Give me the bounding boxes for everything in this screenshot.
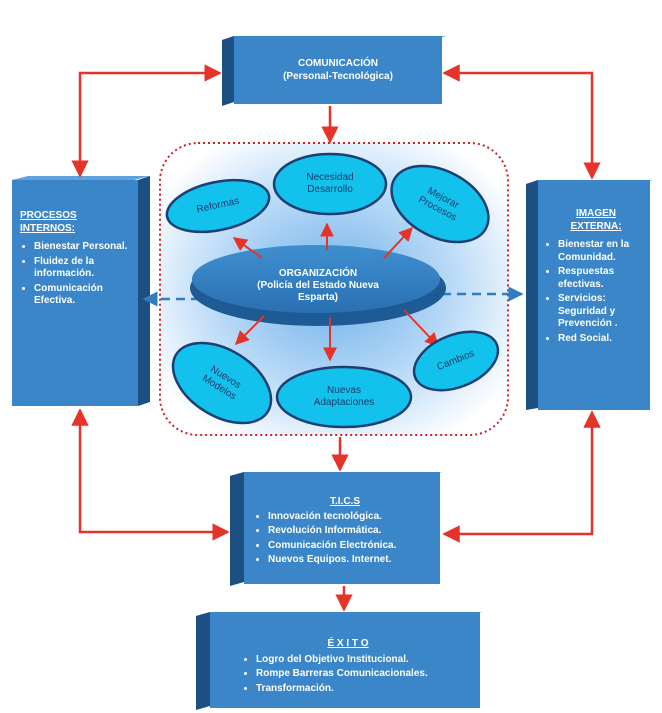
arrow-org-nuevos-modelos (235, 315, 265, 345)
tics-item: Comunicación Electrónica. (268, 540, 436, 553)
tics-box: T.I.C.S Innovación tecnológica. Revoluci… (254, 496, 436, 569)
procesos-list: Bienestar Personal. Fluidez de la inform… (20, 241, 132, 308)
organizacion-disc (190, 245, 446, 326)
arrow-comunicacion-imagen (442, 64, 601, 180)
comunicacion-box-shape (222, 36, 446, 106)
imagen-item: Servicios: Seguridad y Prevención . (558, 293, 646, 331)
necesidad-label: Necesidad Desarrollo (290, 172, 370, 196)
arrow-org-mejorar (383, 226, 413, 259)
procesos-item: Bienestar Personal. (34, 241, 132, 254)
arrow-imagen-tics (442, 410, 601, 543)
imagen-title-line1: IMAGEN (576, 208, 616, 219)
imagen-box-shape (526, 180, 652, 410)
organizacion-label: ORGANIZACIÓN (Policía del Estado Nueva E… (246, 268, 390, 304)
ellipse-necesidad (272, 152, 388, 216)
ellipse-adaptaciones (275, 365, 413, 429)
procesos-item: Comunicación Efectiva. (34, 283, 132, 308)
imagen-item: Red Social. (558, 333, 646, 346)
ellipse-cambios (412, 330, 500, 392)
exito-item: Logro del Objetivo Institucional. (256, 654, 468, 667)
tics-item: Innovación tecnológica. (268, 511, 436, 524)
adaptaciones-text-2: Adaptaciones (313, 397, 375, 408)
tics-item: Nuevos Equipos. Internet. (268, 554, 436, 567)
exito-title: É X I T O (327, 638, 369, 649)
procesos-box: PROCESOS INTERNOS: Bienestar Personal. F… (20, 210, 132, 310)
ellipse-reformas (165, 178, 271, 234)
imagen-title-line2: EXTERNA: (570, 220, 622, 232)
imagen-list: Bienestar en la Comunidad. Respuestas ef… (546, 239, 646, 345)
tics-list: Innovación tecnológica. Revolución Infor… (254, 511, 436, 567)
tics-title: T.I.C.S (329, 496, 360, 507)
ellipse-nuevos-modelos (171, 341, 273, 425)
arrow-org-reformas (232, 237, 263, 259)
organizacion-line1: ORGANIZACIÓN (278, 268, 358, 279)
tics-box-shape (230, 472, 442, 586)
exito-list: Logro del Objetivo Institucional. Rompe … (228, 654, 468, 696)
ellipse-mejorar (390, 164, 490, 244)
necesidad-text-1: Necesidad (306, 172, 354, 183)
procesos-item: Fluidez de la información. (34, 256, 132, 281)
procesos-box-shape (12, 176, 150, 406)
comunicacion-subtitle: (Personal-Tecnológica) (283, 70, 393, 82)
exito-box: É X I T O Logro del Objetivo Institucion… (228, 638, 468, 697)
comunicacion-box: COMUNICACIÓN (Personal-Tecnológica) (234, 58, 442, 83)
comunicacion-title: COMUNICACIÓN (298, 58, 378, 69)
arrow-comunicacion-procesos (71, 64, 222, 178)
organizacion-line3: Esparta) (297, 292, 338, 303)
imagen-box: IMAGEN EXTERNA: Bienestar en la Comunida… (546, 208, 646, 347)
exito-box-shape (196, 612, 482, 710)
arrow-procesos-tics (71, 408, 230, 541)
exito-item: Transformación. (256, 683, 468, 696)
organizacion-line2: (Policía del Estado Nueva (257, 280, 379, 291)
tics-item: Revolución Informática. (268, 525, 436, 538)
adaptaciones-label: Nuevas Adaptaciones (294, 385, 394, 409)
procesos-title-line2: INTERNOS: (20, 222, 75, 234)
imagen-item: Bienestar en la Comunidad. (558, 239, 646, 264)
necesidad-text-2: Desarrollo (307, 184, 353, 195)
imagen-item: Respuestas efectivas. (558, 266, 646, 291)
adaptaciones-text-1: Nuevas (327, 385, 361, 396)
exito-item: Rompe Barreras Comunicacionales. (256, 668, 468, 681)
arrow-org-cambios (403, 309, 439, 348)
procesos-title-line1: PROCESOS (20, 210, 77, 221)
